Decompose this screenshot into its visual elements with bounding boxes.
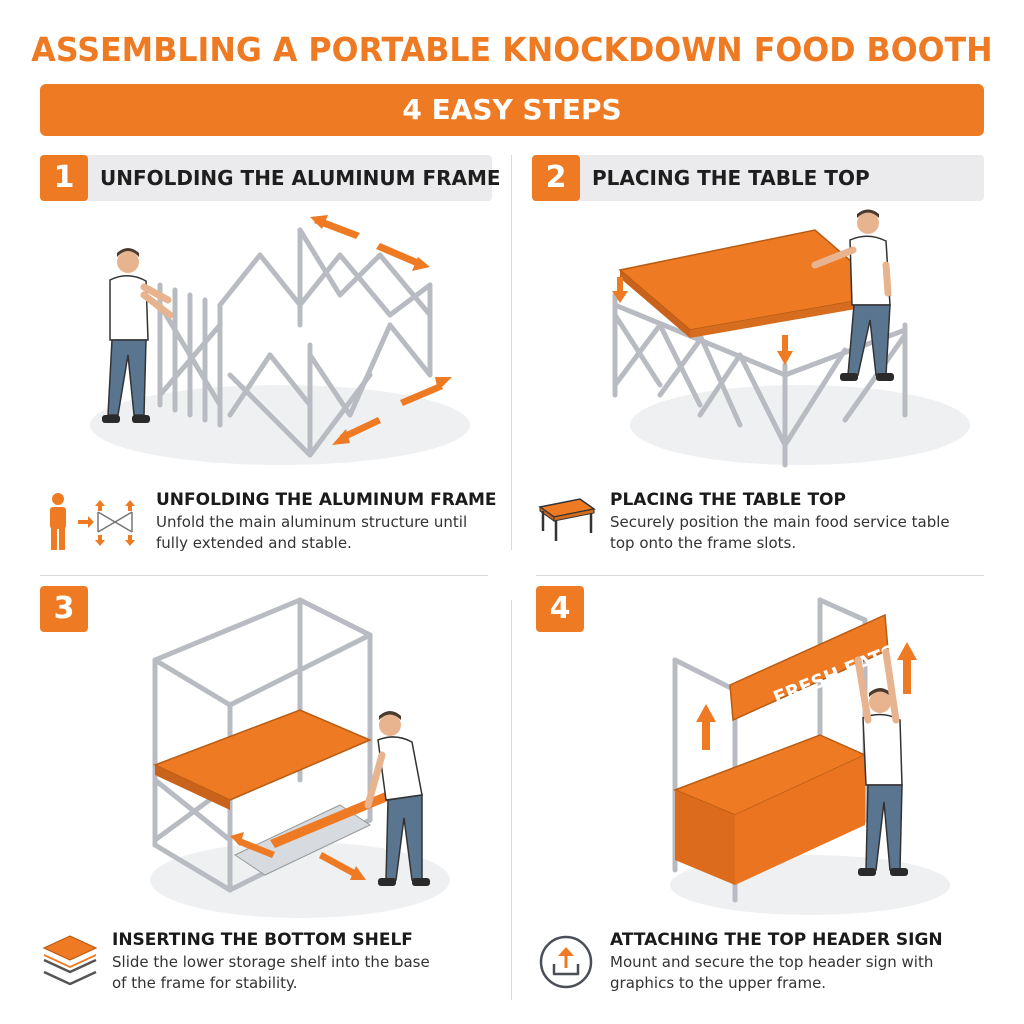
step-2-desc-line-2: top onto the frame slots. <box>610 534 797 552</box>
step-4-desc-line-2: graphics to the upper frame. <box>610 974 827 992</box>
step-4-description: ATTACHING THE TOP HEADER SIGN Mount and … <box>610 930 943 994</box>
step-3-illustration <box>150 597 450 918</box>
step-4-desc-title: ATTACHING THE TOP HEADER SIGN <box>610 930 943 950</box>
step-1-heading: UNFOLDING THE ALUMINUM FRAME <box>100 166 501 190</box>
upload-icon <box>539 935 593 989</box>
page-title: ASSEMBLING A PORTABLE KNOCKDOWN FOOD BOO… <box>31 30 993 69</box>
step-2-number: 2 <box>532 155 580 201</box>
worker-figure <box>854 648 908 876</box>
step-2-description: PLACING THE TABLE TOP Securely position … <box>610 490 950 554</box>
layers-icon <box>42 935 98 986</box>
step-3-desc-line-2: of the frame for stability. <box>112 974 298 992</box>
step-4-number: 4 <box>536 586 584 632</box>
horizontal-divider-right <box>536 575 984 576</box>
step-2-desc-line-1: Securely position the main food service … <box>610 513 950 531</box>
step-2-heading: PLACING THE TABLE TOP <box>592 166 870 190</box>
worker-figure <box>364 711 430 886</box>
step-3-desc-line-1: Slide the lower storage shelf into the b… <box>112 953 430 971</box>
horizontal-divider-left <box>40 575 488 576</box>
step-1-desc-line-2: fully extended and stable. <box>156 534 352 552</box>
step-4-desc-line-1: Mount and secure the top header sign wit… <box>610 953 934 971</box>
step-2-header: 2 PLACING THE TABLE TOP <box>532 155 984 201</box>
step-1-desc-title: UNFOLDING THE ALUMINUM FRAME <box>156 490 497 510</box>
vertical-divider-top <box>511 155 512 550</box>
step-4-illustration: FRESH EATS <box>670 597 950 915</box>
worker-figure <box>102 248 174 423</box>
step-1-header: 1 UNFOLDING THE ALUMINUM FRAME <box>40 155 501 201</box>
step-1-description: UNFOLDING THE ALUMINUM FRAME Unfold the … <box>156 490 497 554</box>
step-2-desc-title: PLACING THE TABLE TOP <box>610 490 846 510</box>
steps-banner: 4 EASY STEPS <box>40 84 984 136</box>
vertical-divider-bottom <box>511 600 512 1000</box>
step-3-desc-title: INSERTING THE BOTTOM SHELF <box>112 930 413 950</box>
step-1-illustration <box>90 215 470 465</box>
step-1-number: 1 <box>40 155 88 201</box>
step-2-illustration <box>612 209 970 468</box>
step-1-desc-line-1: Unfold the main aluminum structure until <box>156 513 468 531</box>
worker-figure <box>811 209 894 381</box>
step-3-description: INSERTING THE BOTTOM SHELF Slide the low… <box>112 930 430 994</box>
table-icon <box>538 498 596 541</box>
person-unfold-icon <box>50 493 135 550</box>
step-3-number: 3 <box>40 586 88 632</box>
